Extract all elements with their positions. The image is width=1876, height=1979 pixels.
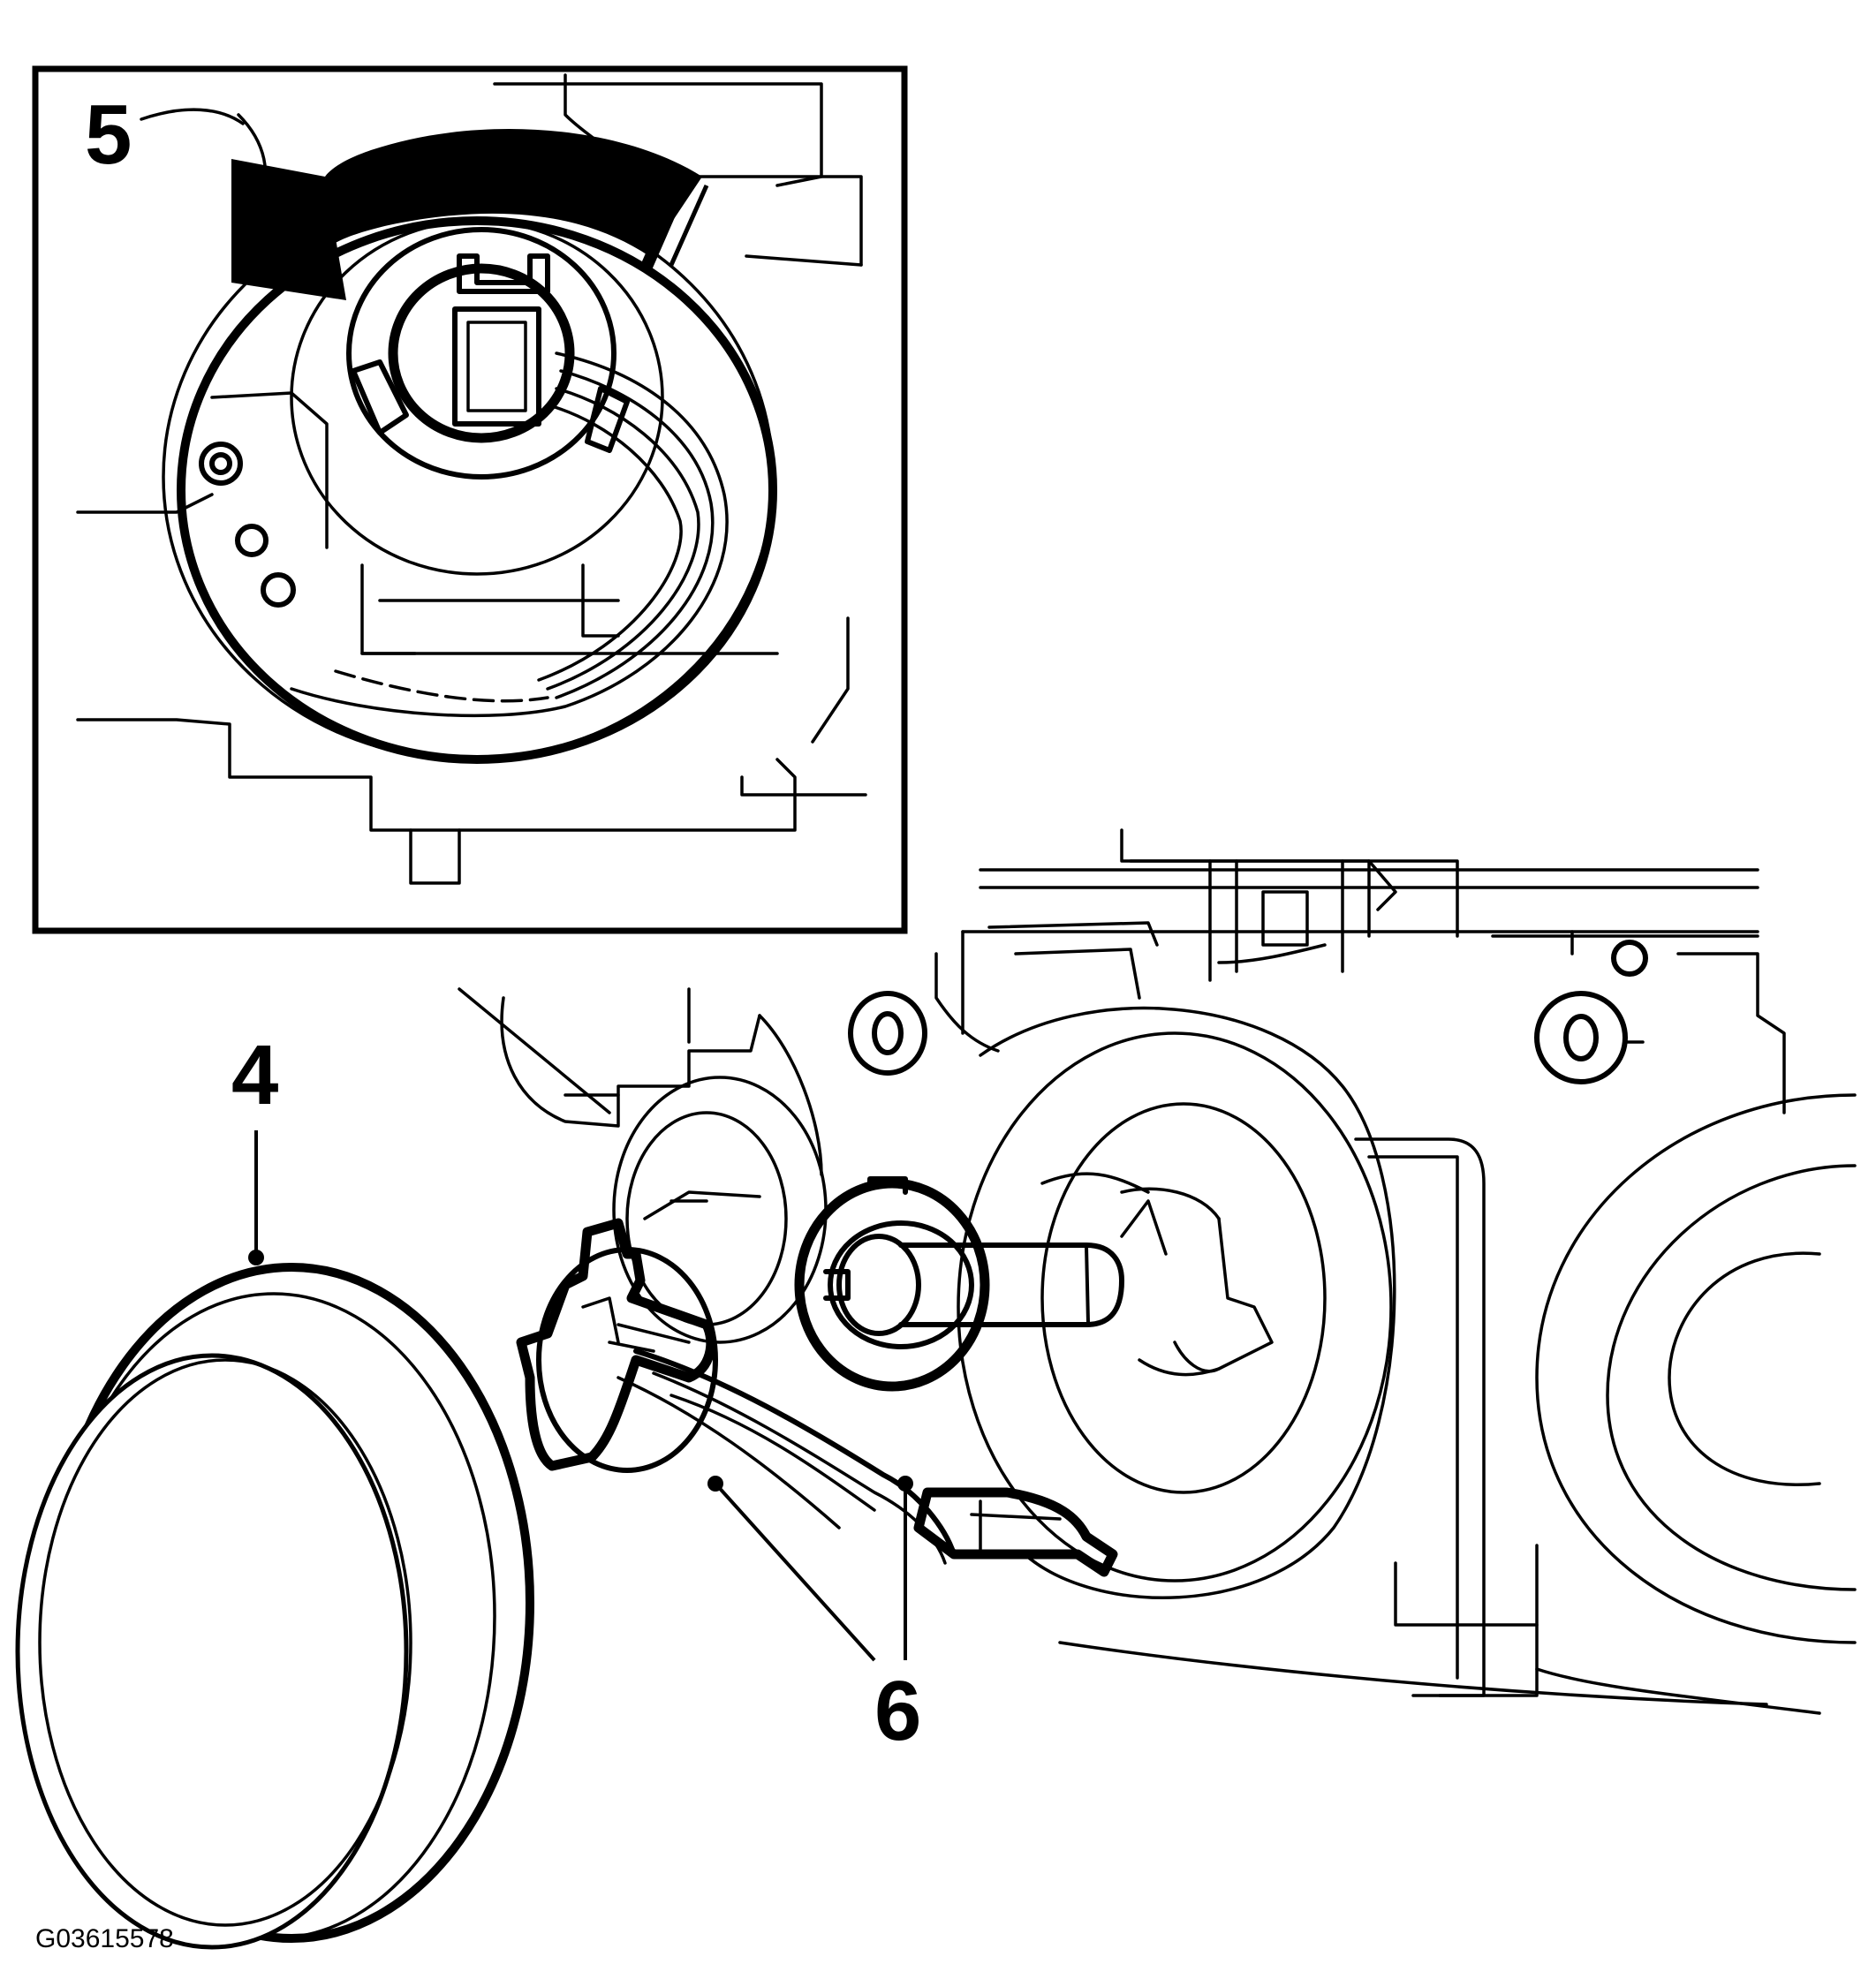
cap-face bbox=[15, 1353, 409, 1950]
inset-socket-ring bbox=[346, 227, 617, 480]
connector-seal-ring bbox=[536, 1247, 718, 1473]
leader-lines bbox=[248, 1130, 913, 1662]
headlamp-bulb bbox=[823, 1220, 1124, 1349]
cap-face-inner bbox=[38, 1358, 412, 1927]
right-lamp-housing bbox=[1535, 1093, 1857, 1644]
inset-rotate-arrow-icon bbox=[231, 129, 709, 300]
bulb-connector-plug bbox=[516, 1218, 716, 1471]
bulb-holder-clips bbox=[1040, 1172, 1274, 1377]
central-lamp-housing bbox=[957, 1006, 1821, 1715]
mounting-bosses bbox=[848, 940, 1648, 1084]
inset-alignment-mark bbox=[640, 181, 689, 269]
figure-id: G03615578 bbox=[35, 1924, 174, 1953]
main-illustration: 4 6 bbox=[15, 828, 1857, 1950]
inset-panel: 5 bbox=[32, 65, 908, 934]
headlamp-housing-top bbox=[934, 828, 1786, 1114]
inset-lamp-housing-rings bbox=[162, 193, 777, 764]
callout-4: 4 bbox=[231, 1028, 278, 1122]
harness-clip-bracket bbox=[913, 1487, 1118, 1577]
ring-tab bbox=[867, 1176, 908, 1195]
bulb-retaining-ring bbox=[794, 1178, 990, 1392]
callout-6: 6 bbox=[874, 1664, 921, 1758]
protective-cap bbox=[15, 1263, 534, 1950]
inset-mid-ring bbox=[290, 219, 664, 576]
inset-bulb-base bbox=[388, 263, 575, 443]
housing-left-outline bbox=[458, 987, 823, 1176]
inset-mounting-bolts bbox=[199, 442, 296, 608]
callout-5: 5 bbox=[85, 87, 132, 182]
wiring-harness bbox=[617, 1348, 957, 1565]
inset-wiring-harness bbox=[290, 351, 729, 718]
